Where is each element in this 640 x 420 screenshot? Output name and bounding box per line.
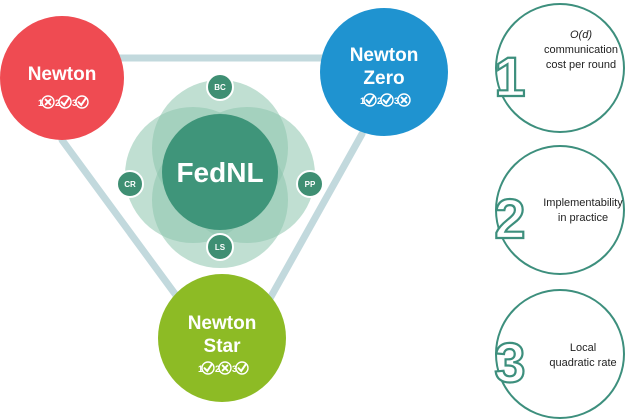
check-icon xyxy=(203,363,213,373)
badge-ring xyxy=(201,361,215,375)
badge-number: 3 xyxy=(394,96,399,106)
connector-zero-star xyxy=(264,130,366,306)
property-1-number: 1 xyxy=(494,45,525,108)
badge-number: 2 xyxy=(377,96,382,106)
property-1: 1 xyxy=(493,3,625,133)
fednl-core-circle xyxy=(162,114,278,230)
property-3-line-2: quadratic rate xyxy=(549,357,617,369)
property-1-text: O(d) communication cost per round xyxy=(526,28,636,73)
satellite-pp-circle xyxy=(296,170,324,198)
badge-1-check: 1 xyxy=(198,361,215,375)
satellite-cr-circle xyxy=(116,170,144,198)
property-2: 2 xyxy=(493,145,625,275)
method-newton-star-badges: 1 2 3 xyxy=(198,361,249,375)
badge-ring xyxy=(380,93,394,107)
method-newton: Newton 1 2 3 xyxy=(0,16,124,140)
property-2-ring xyxy=(495,145,625,275)
badge-3-check: 3 xyxy=(232,361,249,375)
check-icon xyxy=(237,363,247,373)
badge-ring xyxy=(75,95,89,109)
check-icon xyxy=(382,95,392,105)
cross-icon xyxy=(400,96,408,104)
property-2-text: Implementability in practice xyxy=(528,196,638,226)
satellite-bc-circle xyxy=(206,73,234,101)
badge-ring xyxy=(218,361,232,375)
property-2-number: 2 xyxy=(494,187,525,250)
cross-icon xyxy=(44,98,52,106)
method-newton-star: Newton Star 1 2 3 xyxy=(158,274,286,402)
satellite-ls-label: LS xyxy=(215,243,226,252)
cross-icon xyxy=(221,364,229,372)
fednl-label: FedNL xyxy=(176,157,263,188)
property-3-text: Local quadratic rate xyxy=(528,341,638,371)
property-3-line-1: Local xyxy=(569,342,597,354)
satellite-cr-label: CR xyxy=(124,180,136,189)
badge-number: 1 xyxy=(360,96,365,106)
badge-number: 2 xyxy=(55,98,60,108)
badge-1-cross: 1 xyxy=(38,95,55,109)
badge-3-cross: 3 xyxy=(394,93,411,107)
satellite-bc: BC xyxy=(206,73,234,101)
method-newton-star-subtitle: Star xyxy=(204,336,242,357)
badge-number: 3 xyxy=(232,364,237,374)
check-icon xyxy=(60,97,70,107)
method-newton-star-circle xyxy=(158,274,286,402)
property-1-line-3: cost per round xyxy=(545,59,617,71)
method-newton-zero: Newton Zero 1 2 3 xyxy=(320,8,448,136)
connectors xyxy=(58,54,366,306)
method-newton-zero-badges: 1 2 3 xyxy=(360,93,411,107)
satellite-pp: PP xyxy=(296,170,324,198)
badge-ring xyxy=(363,93,377,107)
satellite-ls-circle xyxy=(206,233,234,261)
property-1-line-2: communication xyxy=(544,44,618,56)
check-icon xyxy=(77,97,87,107)
method-newton-zero-subtitle: Zero xyxy=(363,68,404,89)
method-newton-star-title: Newton xyxy=(188,313,257,334)
property-1-ring xyxy=(495,3,625,133)
badge-ring xyxy=(41,95,55,109)
badge-2-cross: 2 xyxy=(215,361,232,375)
satellite-bc-label: BC xyxy=(214,83,226,92)
satellite-pp-label: PP xyxy=(305,180,316,189)
badge-3-check: 3 xyxy=(72,95,89,109)
property-2-line-1: Implementability xyxy=(543,197,623,209)
property-1-line-1: O(d) xyxy=(570,29,592,41)
badge-ring xyxy=(58,95,72,109)
badge-ring xyxy=(235,361,249,375)
property-2-line-2: in practice xyxy=(557,212,609,224)
check-icon xyxy=(365,95,375,105)
connector-newton-star xyxy=(58,136,182,302)
badge-number: 3 xyxy=(72,98,77,108)
method-newton-zero-circle xyxy=(320,8,448,136)
property-3-ring xyxy=(495,289,625,419)
badge-number: 2 xyxy=(215,364,220,374)
satellite-cr: CR xyxy=(116,170,144,198)
badge-number: 1 xyxy=(198,364,203,374)
method-newton-badges: 1 2 3 xyxy=(38,95,89,109)
fednl-cluster: FedNL BC CR PP LS xyxy=(116,73,324,268)
badge-2-check: 2 xyxy=(377,93,394,107)
badge-1-check: 1 xyxy=(360,93,377,107)
satellite-ls: LS xyxy=(206,233,234,261)
method-newton-title: Newton xyxy=(28,64,97,85)
method-newton-circle xyxy=(0,16,124,140)
property-3-number: 3 xyxy=(494,331,525,394)
badge-number: 1 xyxy=(38,98,43,108)
method-newton-zero-title: Newton xyxy=(350,45,419,66)
badge-2-check: 2 xyxy=(55,95,72,109)
property-3: 3 xyxy=(493,289,625,419)
badge-ring xyxy=(397,93,411,107)
